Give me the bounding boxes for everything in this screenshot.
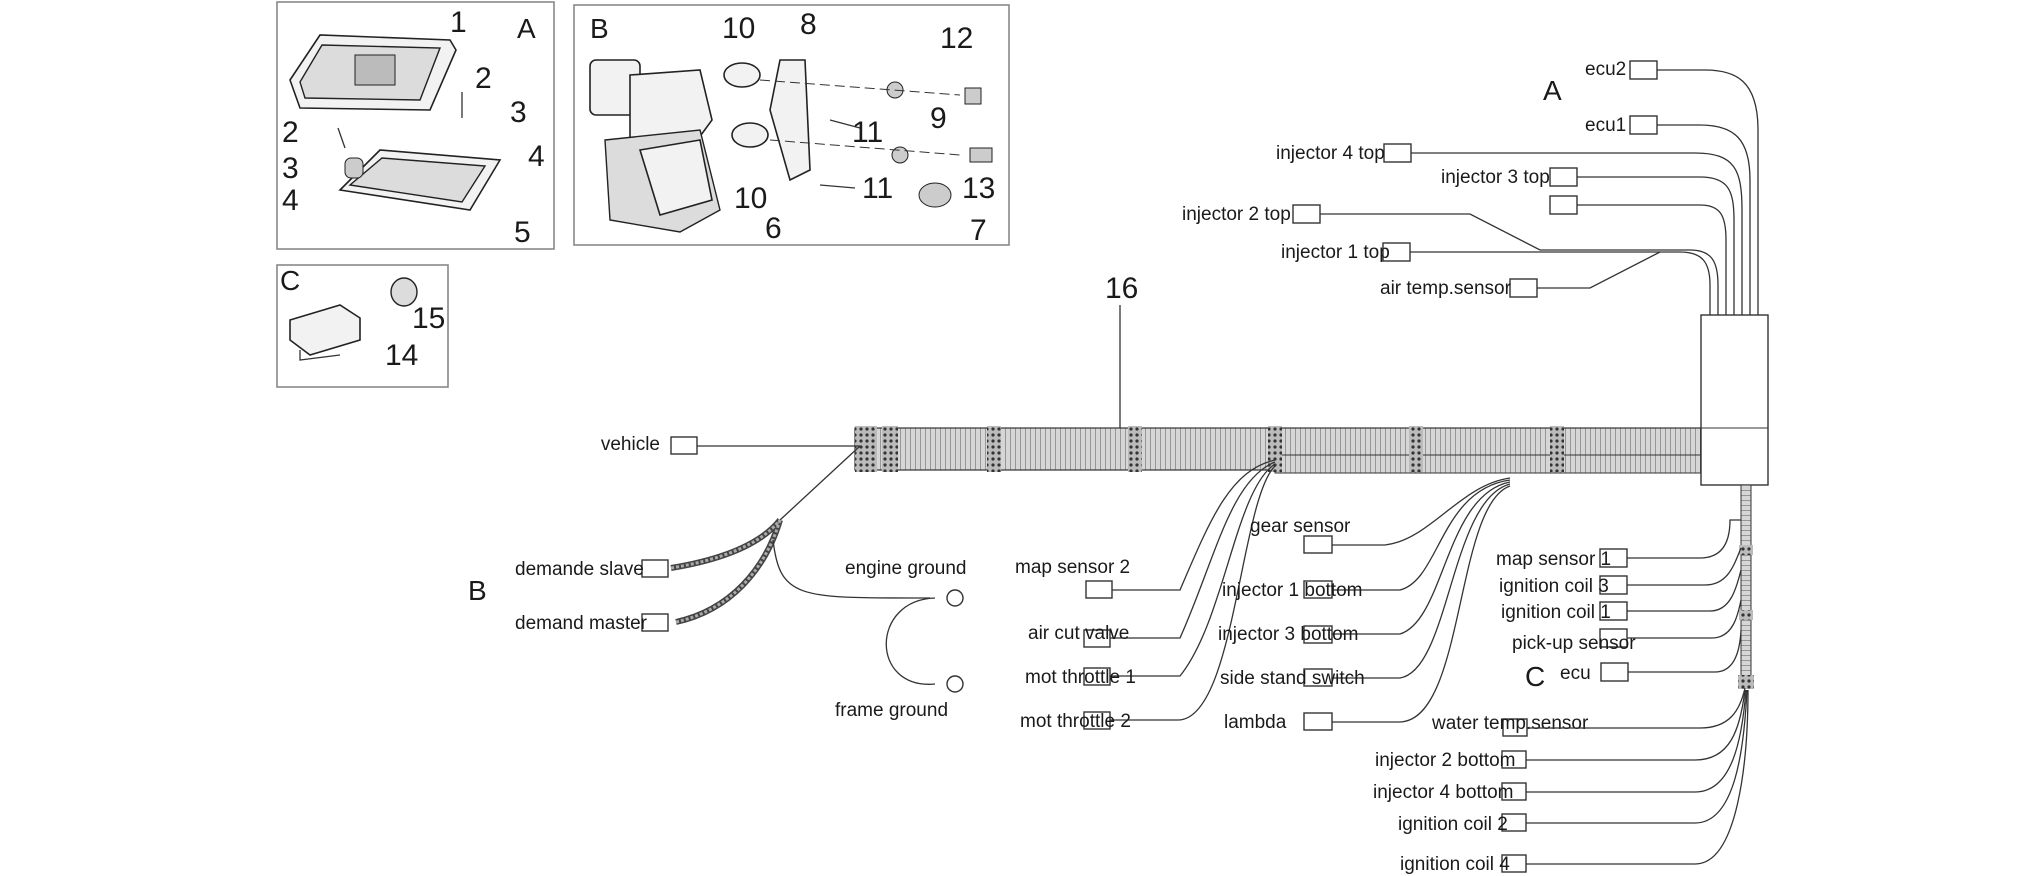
label-ignition-coil-2: ignition coil 2 [1398, 814, 1508, 835]
side-stand-switch-connector-box [1303, 668, 1333, 687]
harness-junction-block [1700, 314, 1769, 486]
main-harness: 16 [854, 272, 1769, 689]
callout-7: 7 [970, 214, 987, 247]
label-ecu1: ecu1 [1585, 115, 1626, 136]
label-side-stand-switch: side stand switch [1220, 668, 1365, 689]
injector-1-bottom-connector-box [1303, 580, 1333, 599]
group-letter-c: C [1525, 661, 1545, 692]
callout-15: 15 [412, 302, 445, 335]
harness-vertical-branch [1740, 484, 1752, 686]
ecu-connector-box [1600, 662, 1629, 682]
label-air-cut-valve: air cut valve [1028, 623, 1129, 644]
label-pick-up-sensor: pick-up sensor [1512, 633, 1636, 654]
label-air-temp-sensor: air temp.sensor [1380, 278, 1512, 299]
label-engine-ground: engine ground [845, 558, 967, 579]
injector-3-bottom-connector-box [1303, 625, 1333, 644]
group-letter-a: A [1543, 75, 1562, 106]
label-water-temp-sensor: water temp.sensor [1431, 713, 1589, 734]
callout-5: 5 [514, 216, 531, 249]
panel-b-callout-numbers: 10 8 12 9 11 10 11 13 6 7 [722, 8, 995, 247]
panel-c-relay: C 15 14 [276, 264, 449, 388]
unlabeled-connector-box [1549, 195, 1578, 215]
injector-2-top-connector-box [1292, 204, 1321, 224]
label-injector-4-top: injector 4 top [1276, 143, 1385, 164]
lambda-connector-box [1303, 712, 1333, 731]
harness-clips [855, 426, 1564, 472]
callout-11: 11 [862, 172, 893, 205]
label-mot-throttle-2: mot throttle 2 [1020, 711, 1131, 732]
label-ecu2: ecu2 [1585, 59, 1626, 80]
callout-4: 4 [282, 184, 299, 217]
panel-b-letter: B [590, 13, 609, 44]
panel-a-letter: A [517, 13, 536, 44]
mot-throttle-1-connector-box [1083, 667, 1111, 686]
label-demande-slave: demande slave [515, 559, 644, 580]
panel-a-callout-numbers: 1 2 2 3 3 4 4 5 [282, 6, 545, 249]
demande-slave-connector-box [641, 559, 669, 578]
label-mot-throttle-1: mot throttle 1 [1025, 667, 1136, 688]
callout-2: 2 [475, 62, 492, 95]
callout-10: 10 [722, 12, 755, 45]
callout-11: 11 [852, 116, 883, 149]
left-connectors: vehicle demande slave demand master engi… [515, 434, 967, 721]
injector-4-top-connector-box [1383, 143, 1412, 163]
throttle-body-drawing [589, 59, 993, 233]
callout-16: 16 [1105, 272, 1138, 305]
callout-1: 1 [450, 6, 467, 39]
label-ignition-coil-3: ignition coil 3 [1499, 576, 1609, 597]
label-lambda: lambda [1224, 712, 1287, 733]
label-injector-2-top: injector 2 top [1182, 204, 1291, 225]
label-injector-1-top: injector 1 top [1281, 242, 1390, 263]
callout-14: 14 [385, 339, 418, 372]
gear-sensor-connector-box [1303, 535, 1333, 554]
label-gear-sensor: gear sensor [1250, 516, 1351, 537]
callout-4: 4 [528, 140, 545, 173]
callout-13: 13 [962, 172, 995, 205]
air-temp-sensor-connector-box [1509, 278, 1538, 298]
ecu1-connector-box [1629, 115, 1658, 135]
label-ecu: ecu [1560, 663, 1591, 684]
air-cut-valve-connector-box [1083, 629, 1111, 648]
label-injector-1-bottom: injector 1 bottom [1222, 580, 1362, 601]
group-letter-b: B [468, 575, 487, 606]
callout-8: 8 [800, 8, 817, 41]
callout-6: 6 [765, 212, 782, 245]
ecu2-connector-box [1629, 60, 1658, 80]
label-ignition-coil-4: ignition coil 4 [1400, 854, 1510, 875]
top-right-connectors: ecu2 ecu1 injector 4 top injector 3 top … [1182, 59, 1759, 315]
middle-connectors: map sensor 2 air cut valve mot throttle … [1015, 459, 1511, 733]
callout-12: 12 [940, 22, 973, 55]
callout-10: 10 [734, 182, 767, 215]
panel-a-ecu: A 1 2 2 3 3 4 4 5 [276, 1, 555, 250]
demand-master-connector-box [641, 613, 669, 632]
callout-3: 3 [282, 152, 299, 185]
label-ignition-coil-1: ignition coil 1 [1501, 602, 1611, 623]
vehicle-connector-box [670, 436, 698, 455]
frame-ground-terminal-icon [946, 675, 964, 693]
label-injector-3-bottom: injector 3 bottom [1218, 624, 1358, 645]
relay-drawing [289, 277, 418, 361]
label-map-sensor-1: map sensor 1 [1496, 549, 1611, 570]
ecu-unit-drawing [289, 34, 502, 211]
engine-ground-terminal-icon [946, 589, 964, 607]
label-injector-2-bottom: injector 2 bottom [1375, 750, 1515, 771]
panel-c-letter: C [280, 265, 300, 296]
injector-3-top-connector-box [1549, 167, 1578, 187]
label-demand-master: demand master [515, 613, 648, 634]
panel-b-throttle-body: B 10 8 12 9 11 10 11 13 [573, 4, 1010, 247]
callout-2: 2 [282, 116, 299, 149]
label-injector-4-bottom: injector 4 bottom [1373, 782, 1513, 803]
callout-9: 9 [930, 102, 947, 135]
harness-lower-branch [1274, 454, 1702, 474]
mot-throttle-2-connector-box [1083, 711, 1111, 730]
callout-3: 3 [510, 96, 527, 129]
label-frame-ground: frame ground [835, 700, 948, 721]
label-vehicle: vehicle [601, 434, 660, 455]
label-injector-3-top: injector 3 top [1441, 167, 1550, 188]
right-connectors: map sensor 1 ignition coil 3 ignition co… [1373, 519, 1749, 875]
map-sensor-2-connector-box [1085, 580, 1113, 599]
label-map-sensor-2: map sensor 2 [1015, 557, 1130, 578]
